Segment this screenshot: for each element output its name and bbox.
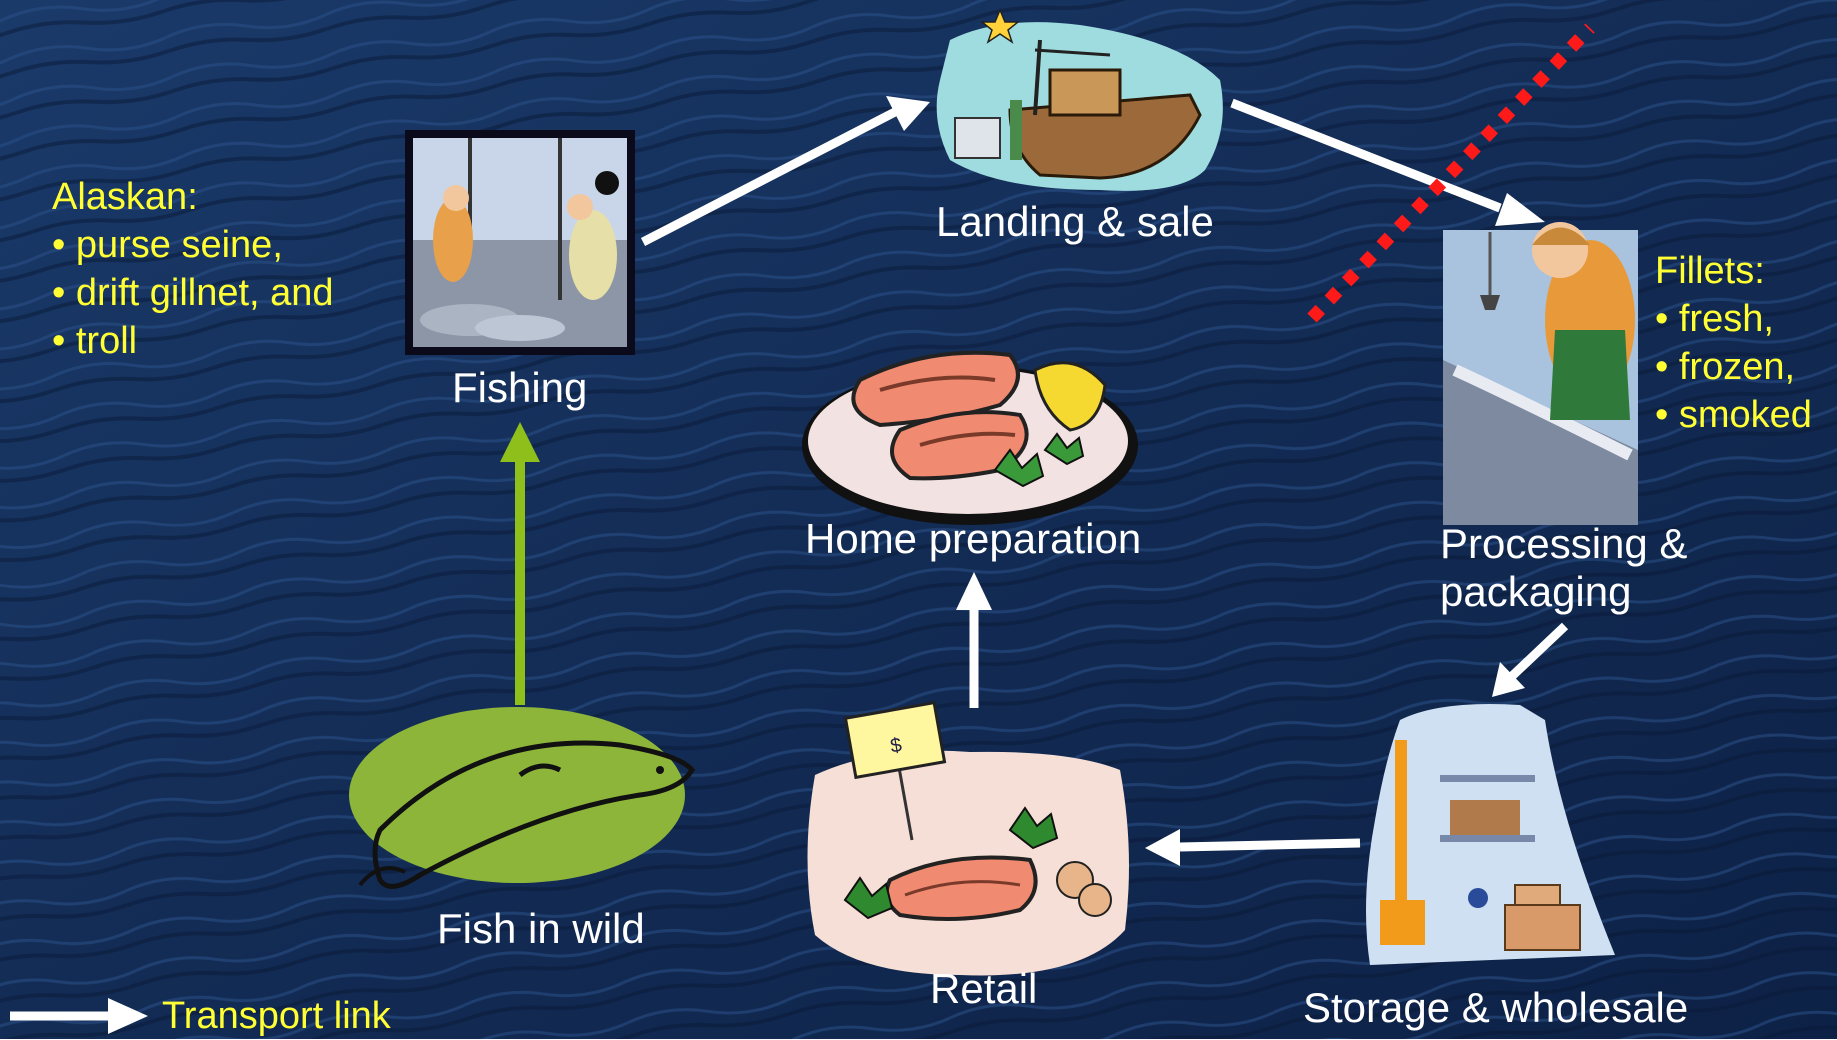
node-label-wild: Fish in wild (437, 905, 645, 952)
node-label-retail: Retail (930, 965, 1038, 1012)
processing-line-2: packaging (1440, 568, 1632, 616)
storage-clipart (1366, 704, 1615, 965)
fillets-item: • fresh, (1655, 298, 1774, 340)
alaskan-item: • purse seine, (52, 224, 283, 266)
transport-arrows (640, 96, 1569, 866)
price-sign-text: $ (889, 734, 904, 758)
node-label-landing: Landing & sale (936, 198, 1214, 245)
fillets-title: Fillets: (1655, 250, 1765, 292)
wild-fish-clipart (349, 707, 696, 889)
node-label-processing: Processing & packaging (1440, 520, 1687, 617)
trade-barrier-line (1307, 23, 1595, 323)
fillets-item: • smoked (1655, 394, 1812, 436)
node-label-fishing: Fishing (452, 364, 588, 411)
legend-arrow-icon (10, 998, 148, 1034)
fillets-note: Fillets: • fresh, • frozen, • smoked (1655, 247, 1812, 439)
legend-label: Transport link (162, 995, 391, 1037)
node-label-storage: Storage & wholesale (1303, 984, 1689, 1031)
processing-line-1: Processing & (1440, 520, 1688, 567)
home-prep-clipart (802, 350, 1138, 525)
alaskan-item: • troll (52, 320, 138, 362)
alaskan-title: Alaskan: (52, 176, 198, 218)
wild-to-fishing-arrow (500, 422, 540, 705)
fillets-item: • frozen, (1655, 346, 1796, 388)
processing-clipart (1443, 222, 1638, 525)
alaskan-methods-note: Alaskan: • purse seine, • drift gillnet,… (52, 173, 334, 365)
fishing-clipart (405, 130, 635, 355)
node-label-home-preparation: Home preparation (805, 515, 1142, 562)
retail-clipart: $ (807, 700, 1129, 976)
alaskan-item: • drift gillnet, and (52, 272, 334, 314)
landing-clipart (936, 8, 1223, 191)
